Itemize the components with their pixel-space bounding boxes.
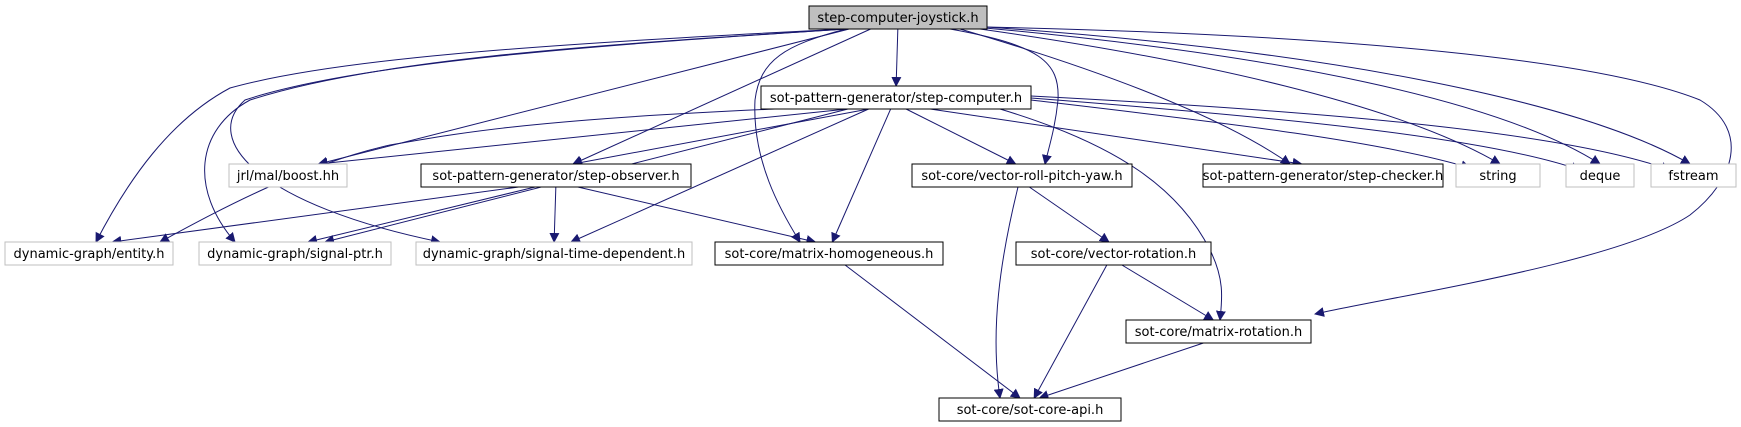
node-box [228, 163, 348, 188]
node-vrot[interactable]: sot-core/vector-rotation.h [1015, 241, 1212, 266]
edge-observer-to-sigptr [307, 186, 536, 245]
edge-root-to-stepcomp [891, 28, 902, 87]
node-vrpy[interactable]: sot-core/vector-roll-pitch-yaw.h [911, 163, 1133, 188]
node-stepcomp[interactable]: sot-pattern-generator/step-computer.h [760, 85, 1032, 110]
node-deque[interactable]: deque [1565, 163, 1635, 188]
node-label: sot-pattern-generator/step-checker.h [1203, 169, 1443, 184]
node-label: deque [1580, 169, 1621, 184]
node-box [911, 163, 1133, 188]
node-box [1455, 163, 1541, 188]
node-box [760, 85, 1032, 110]
edge-observer-to-entity [111, 186, 519, 246]
edge-root-to-deque [984, 27, 1601, 165]
edge-root-to-sigtd [230, 28, 847, 246]
node-box [1565, 163, 1635, 188]
node-box [420, 163, 692, 188]
edge-root-to-entity [95, 28, 847, 243]
edge-stepcomp-to-deque [1030, 97, 1581, 172]
node-label: fstream [1668, 169, 1718, 184]
edge-stepcomp-to-entity [159, 108, 776, 243]
edge-root-to-vrpy [949, 28, 1059, 165]
edge-root-to-checker [959, 28, 1291, 165]
node-label: sot-core/vector-roll-pitch-yaw.h [921, 169, 1122, 184]
edge-stepcomp-to-sigtd [570, 108, 869, 243]
edge-vrot-to-mrot [1121, 264, 1215, 321]
node-fstream[interactable]: fstream [1650, 163, 1737, 188]
node-entity[interactable]: dynamic-graph/entity.h [4, 241, 174, 266]
node-sigptr[interactable]: dynamic-graph/signal-ptr.h [198, 241, 392, 266]
edge-stepcomp-to-string [1030, 99, 1471, 171]
node-box [1202, 163, 1444, 188]
node-api[interactable]: sot-core/sot-core-api.h [938, 397, 1122, 422]
node-box [1650, 163, 1737, 188]
node-label: sot-core/vector-rotation.h [1031, 247, 1197, 262]
node-box [938, 397, 1122, 422]
node-box [1015, 241, 1212, 266]
node-box [198, 241, 392, 266]
node-boost[interactable]: jrl/mal/boost.hh [228, 163, 348, 188]
edge-root-to-mrot [985, 26, 1732, 317]
edge-observer-to-mathom [577, 186, 817, 245]
edge-root-to-fstream [985, 26, 1691, 165]
edge-stepcomp-to-fstream [1030, 95, 1671, 172]
node-box [415, 241, 693, 266]
node-label: dynamic-graph/signal-time-dependent.h [423, 247, 686, 262]
edge-vrot-to-api [1033, 264, 1108, 399]
node-label: sot-pattern-generator/step-computer.h [770, 91, 1022, 106]
edge-root-to-mathom [754, 28, 847, 243]
edge-stepcomp-to-vrpy [905, 108, 1017, 165]
node-box [1125, 319, 1312, 344]
node-label: sot-core/matrix-homogeneous.h [725, 247, 934, 262]
edge-vrpy-to-vrot [1029, 186, 1110, 243]
node-label: jrl/mal/boost.hh [236, 169, 339, 184]
edge-stepcomp-to-checker [930, 108, 1303, 168]
node-label: dynamic-graph/entity.h [14, 247, 165, 262]
node-root[interactable]: step-computer-joystick.h [808, 5, 988, 30]
edge-vrpy-to-api [993, 186, 1019, 399]
edge-root-to-sigptr [204, 28, 847, 243]
node-mrot[interactable]: sot-core/matrix-rotation.h [1125, 319, 1312, 344]
edge-stepcomp-to-boost [317, 108, 848, 169]
node-box [4, 241, 174, 266]
nodes-layer: step-computer-joystick.h sot-pattern-gene… [4, 5, 1737, 422]
node-label: sot-pattern-generator/step-observer.h [432, 169, 679, 184]
edge-root-to-string [979, 28, 1501, 165]
node-label: sot-core/sot-core-api.h [957, 403, 1104, 418]
node-label: dynamic-graph/signal-ptr.h [207, 247, 383, 262]
node-mathom[interactable]: sot-core/matrix-homogeneous.h [714, 241, 944, 266]
edge-stepcomp-to-observer [572, 108, 869, 168]
node-label: string [1479, 169, 1516, 184]
edge-mathom-to-api [844, 264, 1021, 399]
node-checker[interactable]: sot-pattern-generator/step-checker.h [1202, 163, 1444, 188]
node-string[interactable]: string [1455, 163, 1541, 188]
edge-mrot-to-api [1038, 342, 1204, 400]
node-label: step-computer-joystick.h [817, 11, 978, 26]
edge-stepcomp-to-mathom [831, 108, 892, 243]
node-box [808, 5, 988, 30]
node-observer[interactable]: sot-pattern-generator/step-observer.h [420, 163, 692, 188]
edges-layer [95, 26, 1732, 400]
edge-root-to-boost [317, 28, 850, 167]
node-label: sot-core/matrix-rotation.h [1135, 325, 1302, 340]
edge-stepcomp-to-mrot [999, 108, 1226, 321]
node-box [714, 241, 944, 266]
edge-observer-to-sigtd [549, 186, 560, 243]
node-sigtd[interactable]: dynamic-graph/signal-time-dependent.h [415, 241, 693, 266]
edge-root-to-observer [572, 28, 871, 165]
